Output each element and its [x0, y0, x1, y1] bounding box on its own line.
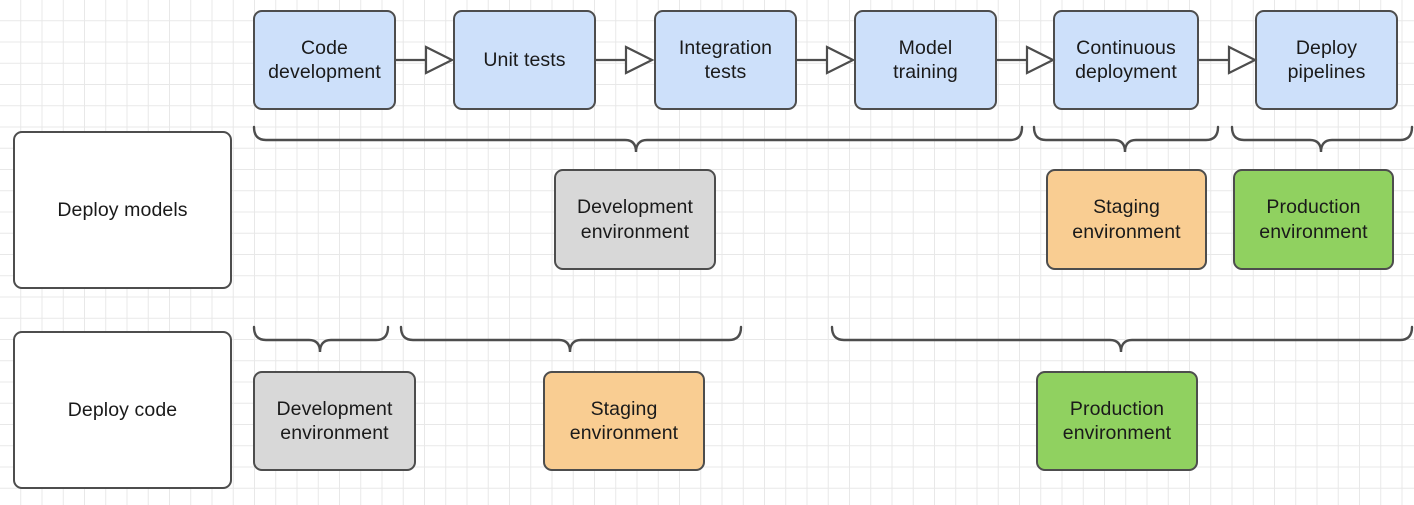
- row-label-text: Deploy models: [57, 198, 188, 221]
- row-label-deploy-models[interactable]: Deploy models: [13, 131, 232, 289]
- environment-label: Production environment: [1062, 397, 1172, 444]
- brace-deploy-models-production: [1230, 125, 1414, 153]
- pipeline-step-label: Continuous deployment: [1075, 36, 1177, 83]
- brace-deploy-code-staging: [399, 325, 743, 353]
- brace-deploy-models-development: [252, 125, 1024, 153]
- arrow-unit-tests-to-integration-tests: [596, 45, 655, 75]
- arrow-continuous-deployment-to-deploy-pipelines: [1199, 45, 1258, 75]
- pipeline-step-label: Model training: [893, 36, 958, 83]
- pipeline-step-model-training[interactable]: Model training: [854, 10, 997, 110]
- pipeline-step-deploy-pipelines[interactable]: Deploy pipelines: [1255, 10, 1398, 110]
- deploy-models-development-environment[interactable]: Development environment: [554, 169, 716, 270]
- pipeline-step-code-development[interactable]: Code development: [253, 10, 396, 110]
- row-label-text: Deploy code: [67, 398, 178, 421]
- environment-label: Production environment: [1259, 196, 1368, 243]
- environment-label: Staging environment: [569, 397, 679, 444]
- pipeline-step-label: Unit tests: [483, 48, 566, 71]
- environment-label: Development environment: [276, 397, 393, 444]
- brace-deploy-models-staging: [1032, 125, 1220, 153]
- pipeline-step-label: Deploy pipelines: [1287, 36, 1366, 83]
- deploy-models-production-environment[interactable]: Production environment: [1233, 169, 1394, 270]
- brace-deploy-code-production: [830, 325, 1414, 353]
- pipeline-step-unit-tests[interactable]: Unit tests: [453, 10, 596, 110]
- pipeline-step-label: Integration tests: [678, 36, 773, 83]
- deploy-code-production-environment[interactable]: Production environment: [1036, 371, 1198, 471]
- row-label-deploy-code[interactable]: Deploy code: [13, 331, 232, 489]
- arrow-integration-tests-to-model-training: [797, 45, 856, 75]
- pipeline-step-label: Code development: [268, 36, 381, 83]
- pipeline-step-continuous-deployment[interactable]: Continuous deployment: [1053, 10, 1199, 110]
- arrow-model-training-to-continuous-deployment: [997, 45, 1056, 75]
- pipeline-step-integration-tests[interactable]: Integration tests: [654, 10, 797, 110]
- environment-label: Staging environment: [1072, 196, 1181, 243]
- deploy-models-staging-environment[interactable]: Staging environment: [1046, 169, 1207, 270]
- brace-deploy-code-development: [252, 325, 390, 353]
- arrow-code-development-to-unit-tests: [396, 45, 455, 75]
- deploy-code-development-environment[interactable]: Development environment: [253, 371, 416, 471]
- deploy-code-staging-environment[interactable]: Staging environment: [543, 371, 705, 471]
- environment-label: Development environment: [577, 196, 693, 243]
